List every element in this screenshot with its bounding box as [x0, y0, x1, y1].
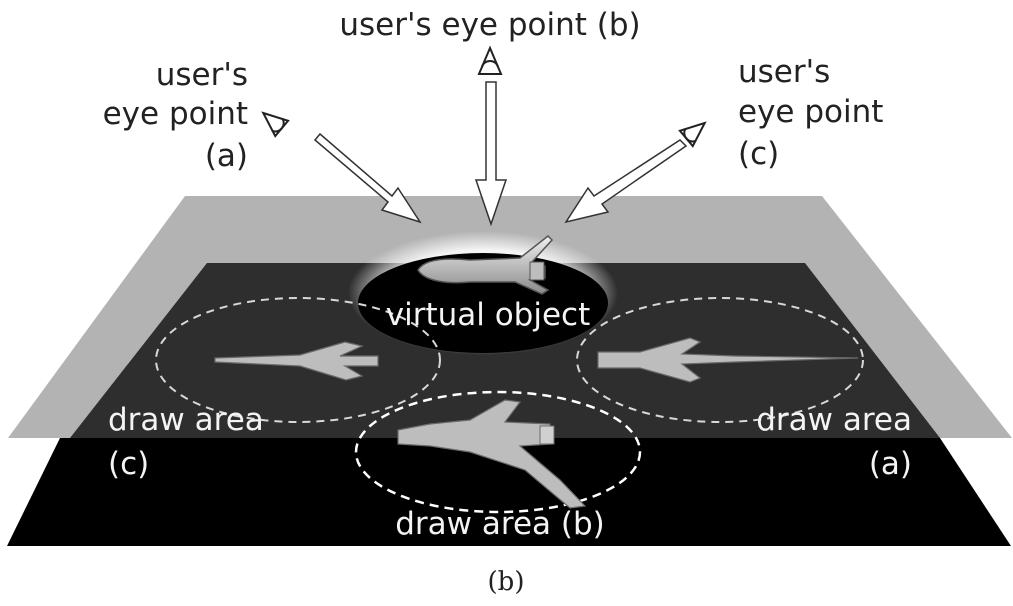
- virtual-object-label: virtual object: [386, 297, 591, 333]
- shuttle-draw-area-a: [597, 337, 859, 383]
- eye-icon-c: [678, 121, 707, 148]
- eye-point-a-label-line1: user's: [156, 57, 248, 93]
- draw-area-c-label-line1: draw area: [108, 402, 264, 438]
- eye-point-b-label: user's eye point (b): [339, 7, 640, 43]
- eye-point-a-label-line3: (a): [205, 138, 248, 174]
- draw-area-b-label: draw area (b): [395, 506, 604, 542]
- eye-icon-a: [261, 111, 290, 138]
- draw-area-a-label-line1: draw area: [756, 402, 912, 438]
- draw-area-a-outline: [576, 297, 864, 423]
- shuttle-draw-area-b: [397, 399, 587, 509]
- eye-icon-b: [477, 45, 503, 75]
- eye-point-a-label-line2: eye point: [103, 96, 248, 132]
- shuttle-virtual-object: [417, 234, 554, 295]
- arrow-eye-a: [313, 132, 422, 224]
- draw-area-a-label-line2: (a): [869, 446, 912, 482]
- arrow-eye-c: [564, 139, 688, 224]
- draw-area-b-outline: [354, 390, 642, 514]
- bottom-black-plane: [7, 438, 1011, 546]
- eye-point-c-label-line2: eye point: [738, 94, 883, 130]
- arrow-eye-b: [474, 81, 508, 227]
- draw-area-c-label-line2: (c): [108, 446, 149, 482]
- eye-point-c-label-line1: user's: [738, 54, 830, 90]
- draw-area-c-outline: [155, 297, 441, 423]
- shuttle-draw-area-c: [214, 341, 379, 381]
- eye-point-c-label-line3: (c): [738, 136, 779, 172]
- figure-caption: (b): [488, 567, 525, 597]
